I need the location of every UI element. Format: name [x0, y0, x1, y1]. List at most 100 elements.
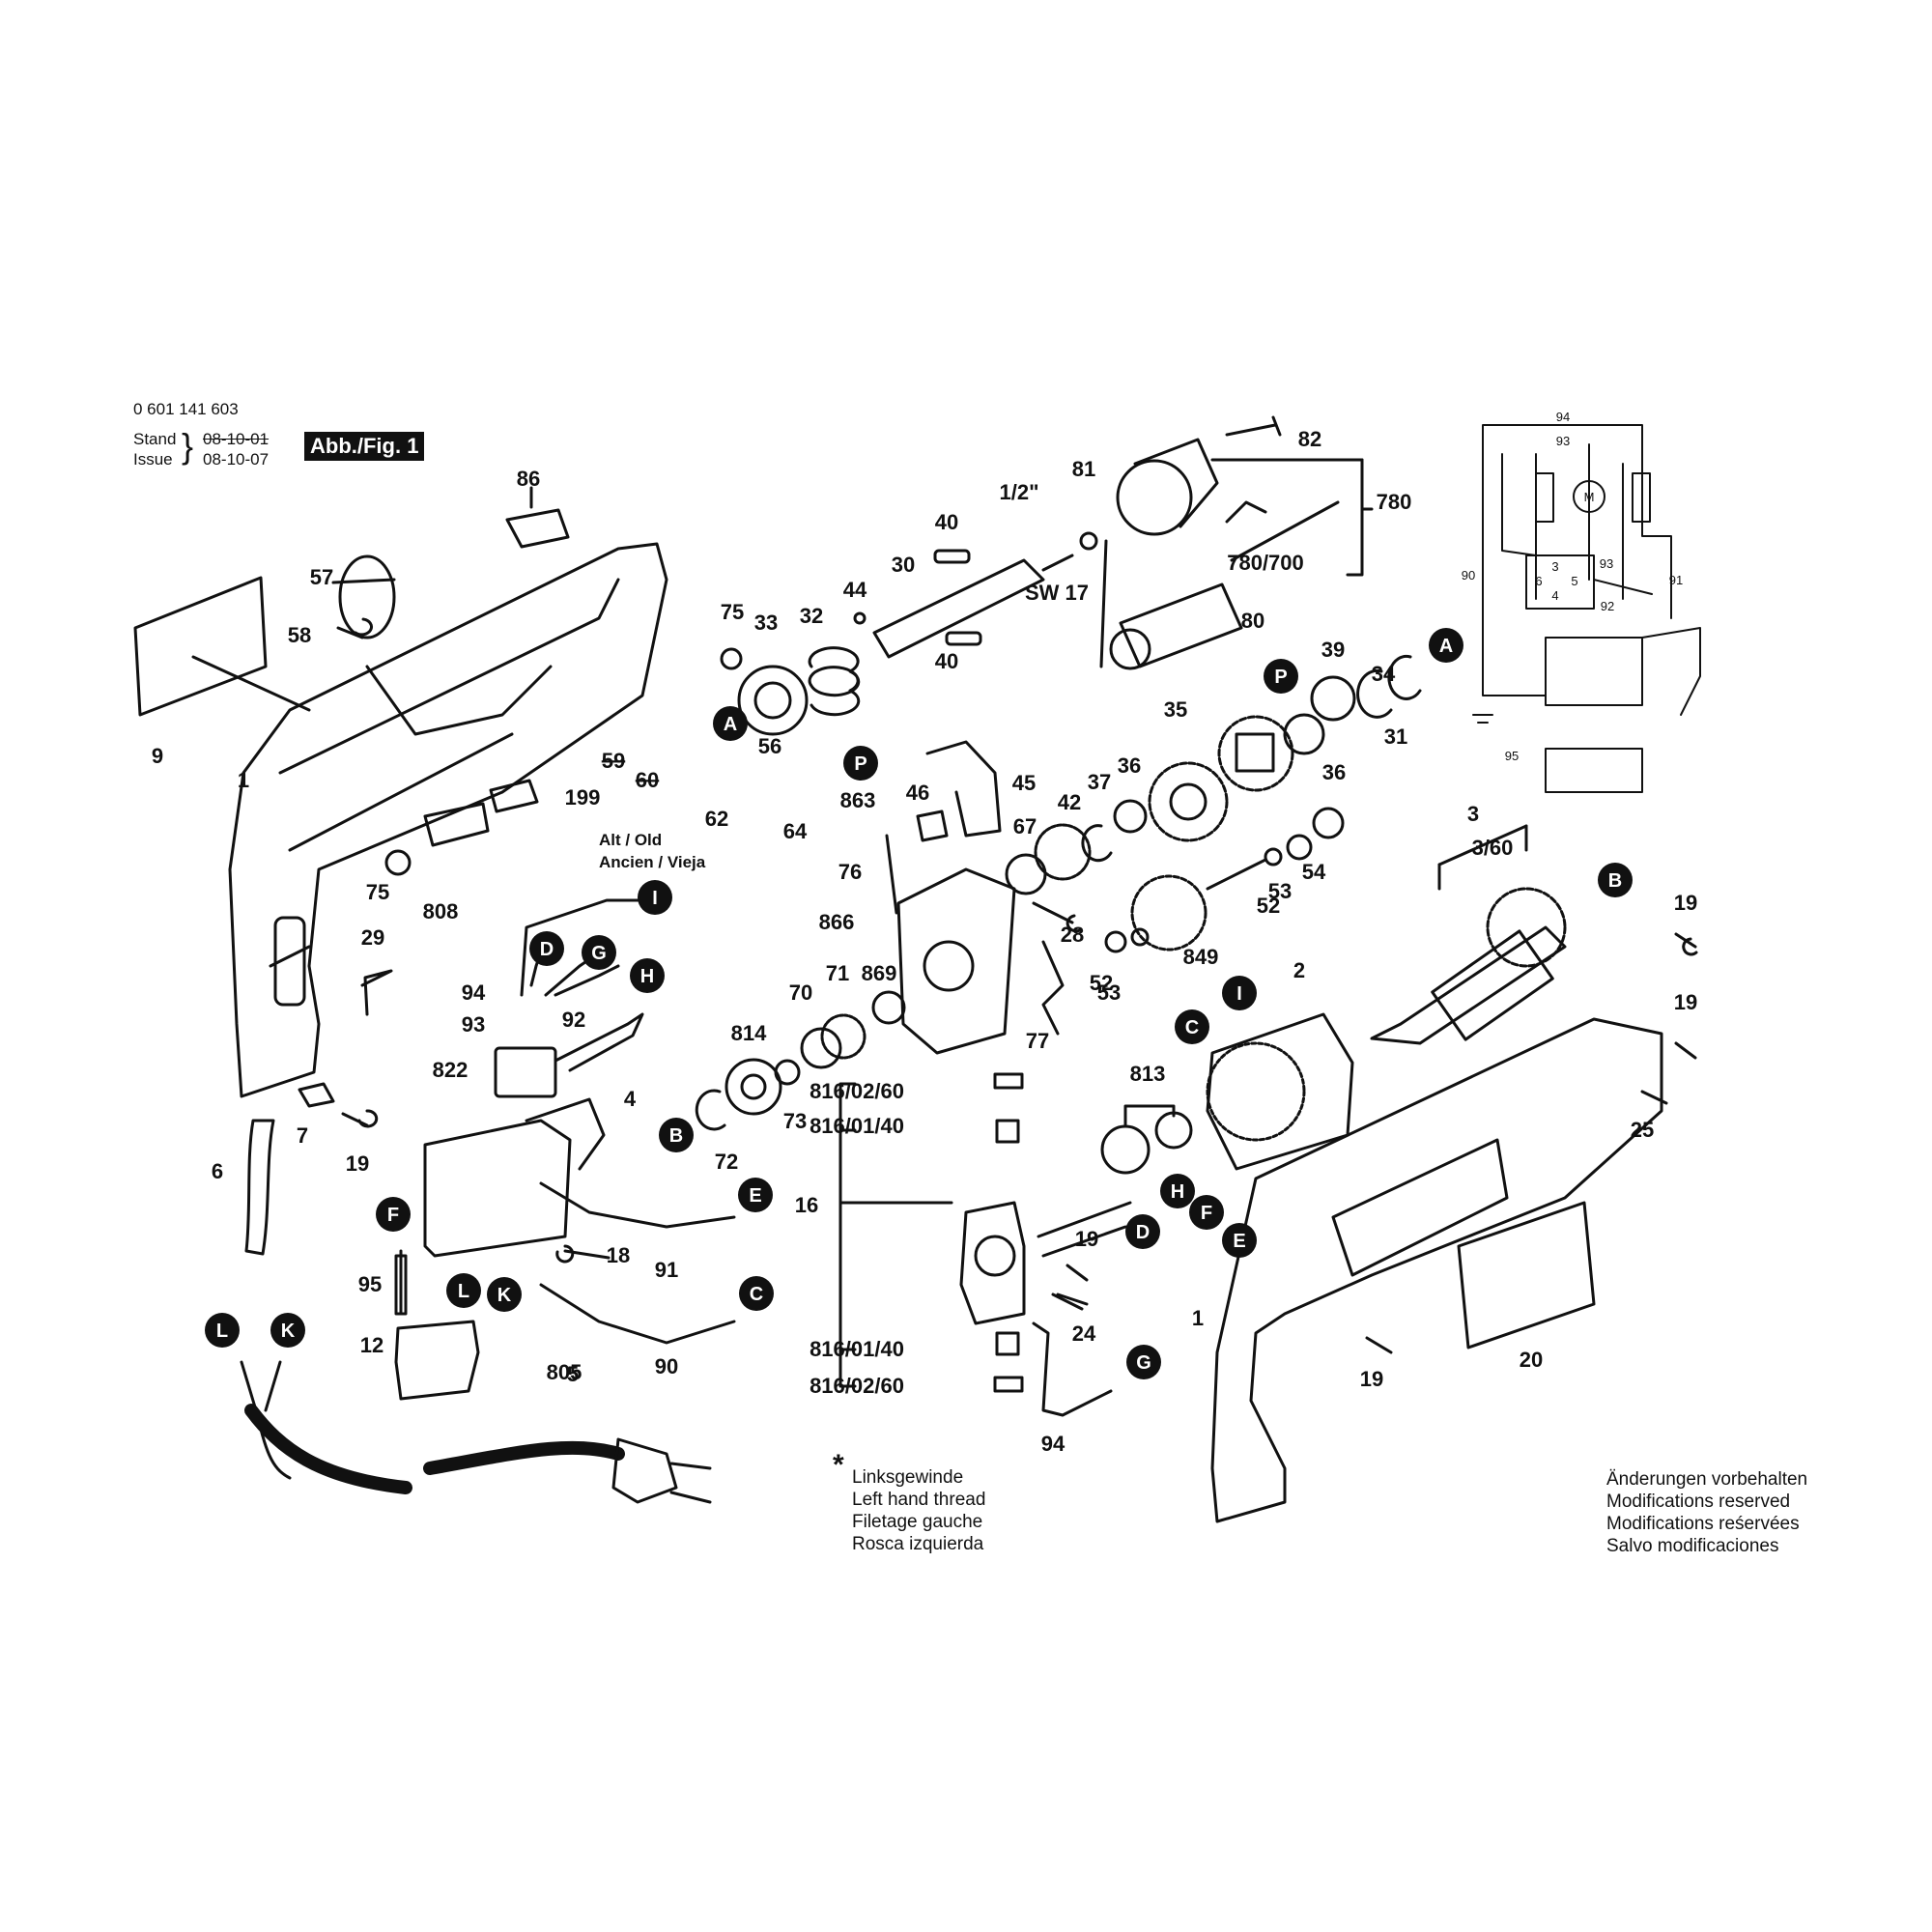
part-label: 95 — [358, 1272, 382, 1296]
part-label: 45 — [1012, 771, 1036, 795]
part-gear-35 — [1148, 761, 1229, 842]
schematic-wiring — [1482, 424, 1672, 696]
connector-letter: I — [652, 888, 658, 909]
connector-letter: I — [1236, 983, 1242, 1005]
part-label: 86 — [517, 467, 540, 491]
connector-letter: L — [458, 1281, 469, 1302]
housing-left-inner — [269, 578, 620, 968]
schematic-label: 91 — [1669, 573, 1683, 587]
connector-letter: P — [854, 753, 867, 775]
figure-label: Abb./Fig. 1 — [304, 432, 425, 461]
connector-letter: A — [1439, 636, 1453, 657]
part-brush-816-c — [995, 1331, 1020, 1356]
part-brush-816-b — [995, 1119, 1020, 1144]
schematic-switch-lever — [1593, 579, 1653, 595]
part-ring-36a — [1283, 713, 1325, 755]
chuck-key — [1225, 500, 1267, 524]
part-circlip-72 — [695, 1089, 726, 1131]
wire-I — [520, 898, 644, 997]
note-line: Filetage gauche — [852, 1512, 983, 1532]
part-label: 39 — [1321, 638, 1345, 662]
schematic-switch-box — [1525, 554, 1595, 610]
part-ring-869 — [871, 990, 906, 1025]
wire-C — [539, 1283, 736, 1345]
connector-marker: F — [1189, 1195, 1224, 1230]
connector-circle — [582, 935, 616, 970]
schematic-label: 4 — [1551, 588, 1558, 603]
part-bush-73 — [774, 1059, 801, 1086]
part-label: 67 — [1013, 814, 1037, 838]
connector-marker: L — [205, 1313, 240, 1348]
note-line: Left hand thread — [852, 1490, 986, 1510]
part-label: 5 — [567, 1362, 579, 1386]
part-knob-57 — [338, 554, 396, 639]
connector-letter: E — [1233, 1231, 1245, 1252]
part-label: 82 — [1298, 427, 1321, 451]
modifications-note: Änderungen vorbehalten Modifications res… — [1606, 1468, 1807, 1557]
part-label: 24 — [1072, 1321, 1096, 1346]
connector-circle — [1264, 659, 1298, 694]
connector-marker: B — [659, 1118, 694, 1152]
part-screw-19 — [341, 1109, 379, 1128]
stand-date: 08-10-01 — [203, 430, 270, 448]
part-label: 54 — [1302, 860, 1326, 884]
part-ring-36b — [1113, 799, 1148, 834]
part-label: 90 — [655, 1354, 678, 1378]
part-bearing-814-inner — [740, 1073, 767, 1100]
part-label: 53 — [1268, 879, 1292, 903]
connector-circle — [1429, 628, 1463, 663]
part-gear-35-hub — [1169, 782, 1208, 821]
part-label: 28 — [1061, 923, 1084, 947]
part-screw-25 — [1640, 1090, 1668, 1105]
part-label: 70 — [789, 980, 812, 1005]
issue-date: 08-10-07 — [203, 450, 270, 469]
part-label-plate-20 — [1457, 1201, 1596, 1350]
connector-circle — [205, 1313, 240, 1348]
schematic-label: 90 — [1462, 568, 1475, 582]
part-label: 816/01/40 — [810, 1337, 904, 1361]
part-bearing-42 — [1034, 823, 1092, 881]
part-label: 34 — [1372, 662, 1396, 686]
connector-letter: C — [750, 1284, 763, 1305]
part-label: 81 — [1072, 457, 1095, 481]
part-label: 1 — [238, 768, 249, 792]
connector-circle — [630, 958, 665, 993]
schematic-label: 3 — [1551, 559, 1558, 574]
connector-marker: C — [739, 1276, 774, 1311]
connector-marker: E — [1222, 1223, 1257, 1258]
part-shaft-849 — [1206, 858, 1267, 891]
leader — [1099, 539, 1108, 668]
part-strip-76 — [885, 834, 898, 915]
part-screw-19c — [1056, 1293, 1089, 1306]
connector-circle — [1175, 1009, 1209, 1044]
wire-D-2 — [1037, 1201, 1132, 1258]
part-bush-67 — [1005, 853, 1047, 895]
schematic-handle — [1641, 627, 1701, 716]
spindle-tip — [1041, 554, 1074, 572]
part-label: 94 — [462, 980, 486, 1005]
part-screw-58 — [336, 617, 373, 639]
power-cord — [244, 1404, 412, 1494]
part-stator-coil — [1206, 1041, 1306, 1142]
connector-marker: B — [1598, 863, 1633, 897]
part-sleeve-6 — [244, 1119, 275, 1256]
connector-letter: P — [1274, 667, 1287, 688]
part-label: 94 — [1041, 1432, 1065, 1456]
part-bearing-33-inner — [753, 681, 792, 720]
part-label: 199 — [565, 785, 601, 810]
schematic-plug — [1545, 748, 1643, 793]
schematic-label: 93 — [1600, 556, 1613, 571]
part-label: 816/02/60 — [810, 1374, 904, 1398]
housing-right-1 — [1210, 1017, 1663, 1523]
connector-marker: G — [1126, 1345, 1161, 1379]
part-label: 76 — [838, 860, 862, 884]
part-label: 75 — [366, 880, 389, 904]
part-label: 42 — [1058, 790, 1081, 814]
connector-circle — [1598, 863, 1633, 897]
part-stator-2 — [1206, 1012, 1354, 1171]
bracket-813 — [1123, 1104, 1176, 1127]
part-label: 4 — [624, 1087, 637, 1111]
part-label: 25 — [1631, 1118, 1654, 1142]
part-fan — [1486, 887, 1567, 968]
